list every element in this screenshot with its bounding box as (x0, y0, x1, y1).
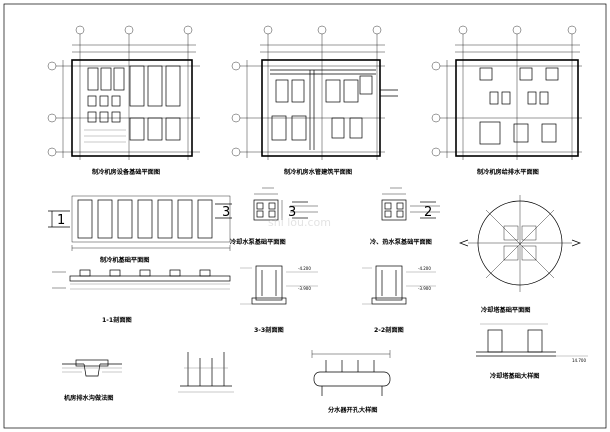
chilled-pump-base-title: 冷、热水泵基础平面图 (370, 238, 432, 246)
plan-pipes: 制冷机房水管建筑平面图 (231, 25, 398, 176)
header-detail: 分水器开孔大样图 (311, 350, 391, 414)
section-1-1: 1-1剖面图 (52, 269, 231, 324)
elevation-c: -4.200 (418, 266, 431, 271)
elevation-d: -3.900 (418, 286, 431, 291)
tower-detail-title: 冷却塔基础大样图 (490, 372, 540, 380)
cooling-tower-base-plan: 冷却塔基础平面图 (459, 195, 581, 314)
plan-equipment: 制冷机房设备基础平面图 (47, 25, 200, 176)
watermark: shi lou.com (268, 216, 331, 229)
riser-detail (178, 352, 234, 393)
plan-water: 制冷机房给排水平面图 (431, 25, 582, 176)
cooling-tower-base-title: 冷却塔基础平面图 (481, 306, 531, 314)
chiller-base-plan: 1 制冷机基础平面图 (48, 195, 231, 264)
section-mark-two: 2 (424, 205, 432, 220)
chilled-pump-base-plan: 2 冷、热水泵基础平面图 (370, 187, 440, 246)
cooling-tower-detail: 14.700 冷却塔基础大样图 (476, 323, 588, 380)
cooling-pump-base-title: 冷却水泵基础平面图 (230, 238, 286, 246)
header-detail-title: 分水器开孔大样图 (328, 406, 378, 414)
sump-detail-title: 机房排水沟做法图 (64, 394, 114, 402)
plan-water-title: 制冷机房给排水平面图 (477, 168, 539, 176)
sheet-border (3, 3, 607, 429)
elevation-a: -4.200 (298, 266, 311, 271)
section-mark-one: 1 (57, 213, 65, 228)
section-2-2: -4.200 -3.900 2-2剖面图 (362, 265, 436, 334)
plan-equipment-title: 制冷机房设备基础平面图 (92, 168, 160, 176)
section-mark-three: 3 (222, 205, 230, 220)
plan-pipes-title: 制冷机房水管建筑平面图 (284, 168, 352, 176)
elevation-e: 14.700 (572, 358, 586, 363)
section-3-title: 3-3剖面图 (254, 326, 284, 334)
section-2-title: 2-2剖面图 (374, 326, 404, 334)
section-3-3: -4.200 -3.900 3-3剖面图 (240, 265, 318, 334)
chiller-base-title: 制冷机基础平面图 (100, 256, 150, 264)
section-mark-three-right: 3 (288, 205, 296, 220)
section-1-title: 1-1剖面图 (102, 316, 132, 324)
elevation-b: -3.900 (298, 286, 311, 291)
cooling-pump-base-plan: 3 3 冷却水泵基础平面图 (215, 187, 318, 246)
sump-detail: 机房排水沟做法图 (62, 359, 122, 402)
